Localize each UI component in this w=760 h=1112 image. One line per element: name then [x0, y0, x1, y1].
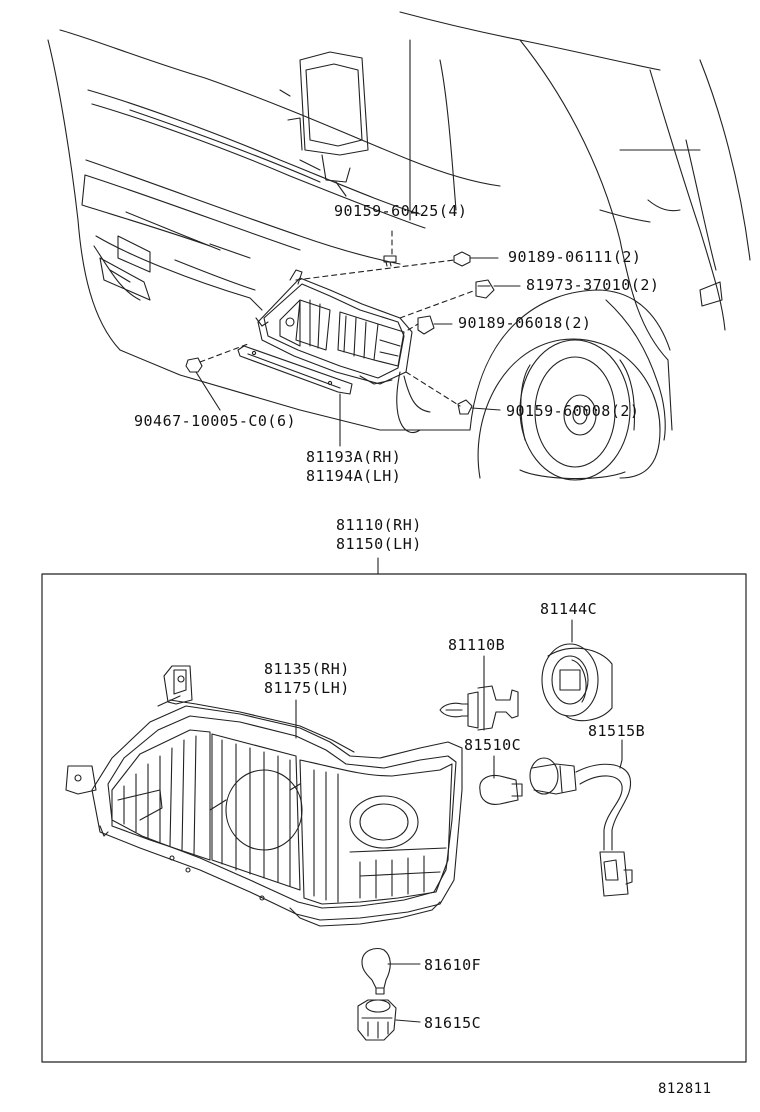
leader-lines-box [295, 619, 623, 1023]
label-lens-rh: 81135(RH) [264, 660, 350, 678]
label-headlamp-bulb: 81110B [448, 636, 506, 654]
label-bracket-rh: 81193A(RH) [306, 448, 402, 466]
label-socket-cover: 81144C [540, 600, 598, 618]
label-clip-left: 90467-10005-C0(6) [134, 412, 297, 430]
headlamp-bulb [439, 685, 519, 731]
label-screw-top: 90159-60425(4) [334, 202, 468, 220]
label-unit-lh: 81150(LH) [336, 535, 422, 553]
label-side-bulb: 81610F [424, 956, 482, 974]
label-bracket: 81193A(RH) 81194A(LH) [306, 448, 401, 486]
figure-id: 812811 [658, 1081, 712, 1097]
label-turn-bulb: 81510C [464, 736, 522, 754]
headlamp-installed [255, 269, 413, 385]
label-unit: 81110(RH) 81150(LH) [336, 516, 422, 554]
label-screw-right-2: 90189-06018(2) [458, 314, 592, 332]
label-clip-right: 81973-37010(2) [526, 276, 660, 294]
label-screw-bottom: 90159-60008(2) [506, 402, 640, 420]
turn-socket-wire [529, 757, 633, 897]
dashed-leaders-top [199, 227, 477, 407]
label-socket-wire: 81515B [588, 722, 646, 740]
label-bracket-lh: 81194A(LH) [306, 467, 402, 485]
label-lens-lh: 81175(LH) [264, 679, 350, 697]
label-screw-right-1: 90189-06111(2) [508, 248, 642, 266]
leader-lines-top [195, 181, 521, 447]
label-lens: 81135(RH) 81175(LH) [264, 660, 350, 698]
headlamp-bracket [237, 345, 353, 395]
turn-bulb [479, 774, 523, 805]
label-side-socket: 81615C [424, 1014, 482, 1032]
side-socket [357, 999, 397, 1041]
label-unit-rh: 81110(RH) [336, 516, 422, 534]
fasteners [185, 251, 495, 415]
vehicle-body-outline [47, 11, 751, 481]
socket-cover [541, 643, 613, 722]
side-bulb [361, 947, 391, 995]
assembly-frame [41, 573, 747, 1063]
headlamp-unit-large [65, 665, 463, 927]
